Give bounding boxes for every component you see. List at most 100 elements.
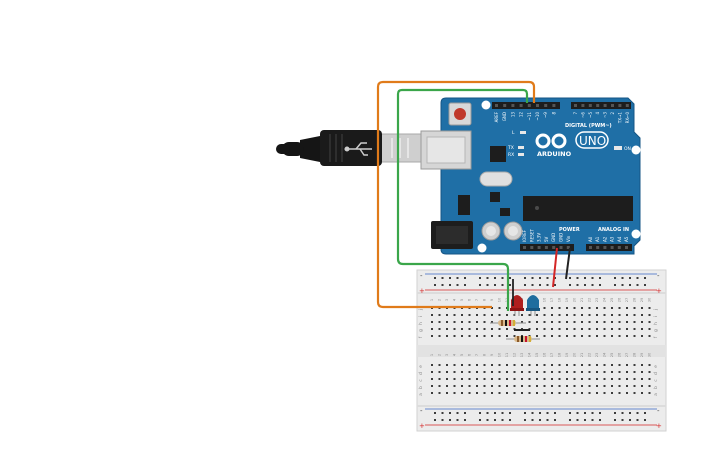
breadboard-hole[interactable] xyxy=(566,364,568,366)
breadboard-hole[interactable] xyxy=(551,314,553,316)
breadboard-hole[interactable] xyxy=(611,314,613,316)
breadboard-hole[interactable] xyxy=(536,364,538,366)
breadboard-hole[interactable] xyxy=(588,378,591,380)
breadboard-hole[interactable] xyxy=(596,371,598,373)
header-pin[interactable] xyxy=(625,104,629,107)
breadboard-hole[interactable] xyxy=(558,321,561,323)
breadboard-hole[interactable] xyxy=(536,392,538,394)
breadboard-hole[interactable] xyxy=(461,328,463,330)
breadboard-hole[interactable] xyxy=(551,371,553,373)
breadboard-hole[interactable] xyxy=(611,378,613,380)
breadboard-hole[interactable] xyxy=(491,335,493,337)
breadboard-rail-hole[interactable] xyxy=(569,419,571,421)
breadboard-hole[interactable] xyxy=(558,371,561,373)
breadboard-hole[interactable] xyxy=(626,364,628,366)
breadboard-hole[interactable] xyxy=(566,385,568,387)
breadboard-hole[interactable] xyxy=(491,378,493,380)
breadboard-rail-hole[interactable] xyxy=(441,412,444,414)
digital-header-left[interactable] xyxy=(492,102,560,109)
header-pin[interactable] xyxy=(552,104,556,107)
breadboard-hole[interactable] xyxy=(536,321,538,323)
breadboard-hole[interactable] xyxy=(551,335,553,337)
breadboard-rail-hole[interactable] xyxy=(456,277,459,279)
breadboard-rail-hole[interactable] xyxy=(456,412,459,414)
breadboard-hole[interactable] xyxy=(491,321,493,323)
breadboard-hole[interactable] xyxy=(596,364,598,366)
breadboard-hole[interactable] xyxy=(431,378,433,380)
breadboard-rail-hole[interactable] xyxy=(539,419,541,421)
breadboard-hole[interactable] xyxy=(461,392,463,394)
breadboard-hole[interactable] xyxy=(446,371,448,373)
breadboard-rail-hole[interactable] xyxy=(531,412,534,414)
breadboard-hole[interactable] xyxy=(551,328,553,330)
breadboard-hole[interactable] xyxy=(461,371,463,373)
breadboard-hole[interactable] xyxy=(573,328,576,330)
breadboard-rail-hole[interactable] xyxy=(599,277,601,279)
breadboard-hole[interactable] xyxy=(641,321,643,323)
breadboard-rail-hole[interactable] xyxy=(576,277,579,279)
breadboard-hole[interactable] xyxy=(498,314,501,316)
breadboard-hole[interactable] xyxy=(558,364,561,366)
breadboard-hole[interactable] xyxy=(581,364,583,366)
breadboard-rail-hole[interactable] xyxy=(599,412,601,414)
breadboard-hole[interactable] xyxy=(461,364,463,366)
breadboard-hole[interactable] xyxy=(446,335,448,337)
breadboard-hole[interactable] xyxy=(558,392,561,394)
breadboard-hole[interactable] xyxy=(453,335,456,337)
breadboard-hole[interactable] xyxy=(566,314,568,316)
breadboard-hole[interactable] xyxy=(611,328,613,330)
breadboard-hole[interactable] xyxy=(476,378,478,380)
breadboard-rail-hole[interactable] xyxy=(584,419,586,421)
breadboard-hole[interactable] xyxy=(506,378,508,380)
breadboard-hole[interactable] xyxy=(491,385,493,387)
breadboard-rail-hole[interactable] xyxy=(501,419,504,421)
breadboard-hole[interactable] xyxy=(468,364,471,366)
breadboard-hole[interactable] xyxy=(596,314,598,316)
breadboard-hole[interactable] xyxy=(618,385,621,387)
breadboard-hole[interactable] xyxy=(551,307,553,309)
breadboard-hole[interactable] xyxy=(513,385,516,387)
breadboard-hole[interactable] xyxy=(581,314,583,316)
breadboard-hole[interactable] xyxy=(506,328,508,330)
breadboard-hole[interactable] xyxy=(581,392,583,394)
breadboard-rail-hole[interactable] xyxy=(614,412,616,414)
breadboard-hole[interactable] xyxy=(558,378,561,380)
usb-cable[interactable] xyxy=(276,130,423,166)
breadboard-hole[interactable] xyxy=(491,371,493,373)
breadboard-hole[interactable] xyxy=(588,314,591,316)
breadboard-hole[interactable] xyxy=(551,321,553,323)
orange-wire[interactable] xyxy=(376,80,536,309)
breadboard-hole[interactable] xyxy=(446,314,448,316)
breadboard-rail-hole[interactable] xyxy=(636,412,639,414)
breadboard-rail-hole[interactable] xyxy=(584,277,586,279)
breadboard-hole[interactable] xyxy=(588,328,591,330)
breadboard-hole[interactable] xyxy=(566,392,568,394)
header-pin[interactable] xyxy=(581,104,585,107)
breadboard-rail-hole[interactable] xyxy=(584,412,586,414)
breadboard-hole[interactable] xyxy=(566,321,568,323)
breadboard-hole[interactable] xyxy=(431,321,433,323)
header-pin[interactable] xyxy=(544,246,548,249)
breadboard-hole[interactable] xyxy=(476,335,478,337)
breadboard-hole[interactable] xyxy=(536,378,538,380)
breadboard-hole[interactable] xyxy=(446,328,448,330)
breadboard-hole[interactable] xyxy=(588,392,591,394)
breadboard-hole[interactable] xyxy=(528,378,531,380)
header-pin[interactable] xyxy=(503,104,507,107)
breadboard-hole[interactable] xyxy=(453,392,456,394)
breadboard-hole[interactable] xyxy=(453,378,456,380)
breadboard-rail-hole[interactable] xyxy=(464,277,466,279)
breadboard-hole[interactable] xyxy=(506,314,508,316)
breadboard-hole[interactable] xyxy=(513,378,516,380)
breadboard-hole[interactable] xyxy=(551,385,553,387)
breadboard-hole[interactable] xyxy=(476,328,478,330)
breadboard-rail-hole[interactable] xyxy=(591,284,594,286)
breadboard-rail-hole[interactable] xyxy=(441,284,444,286)
breadboard-rail-hole[interactable] xyxy=(539,284,541,286)
breadboard-hole[interactable] xyxy=(506,371,508,373)
breadboard-hole[interactable] xyxy=(536,314,538,316)
breadboard-rail-hole[interactable] xyxy=(539,412,541,414)
header-pin[interactable] xyxy=(596,246,600,249)
breadboard-hole[interactable] xyxy=(536,335,538,337)
